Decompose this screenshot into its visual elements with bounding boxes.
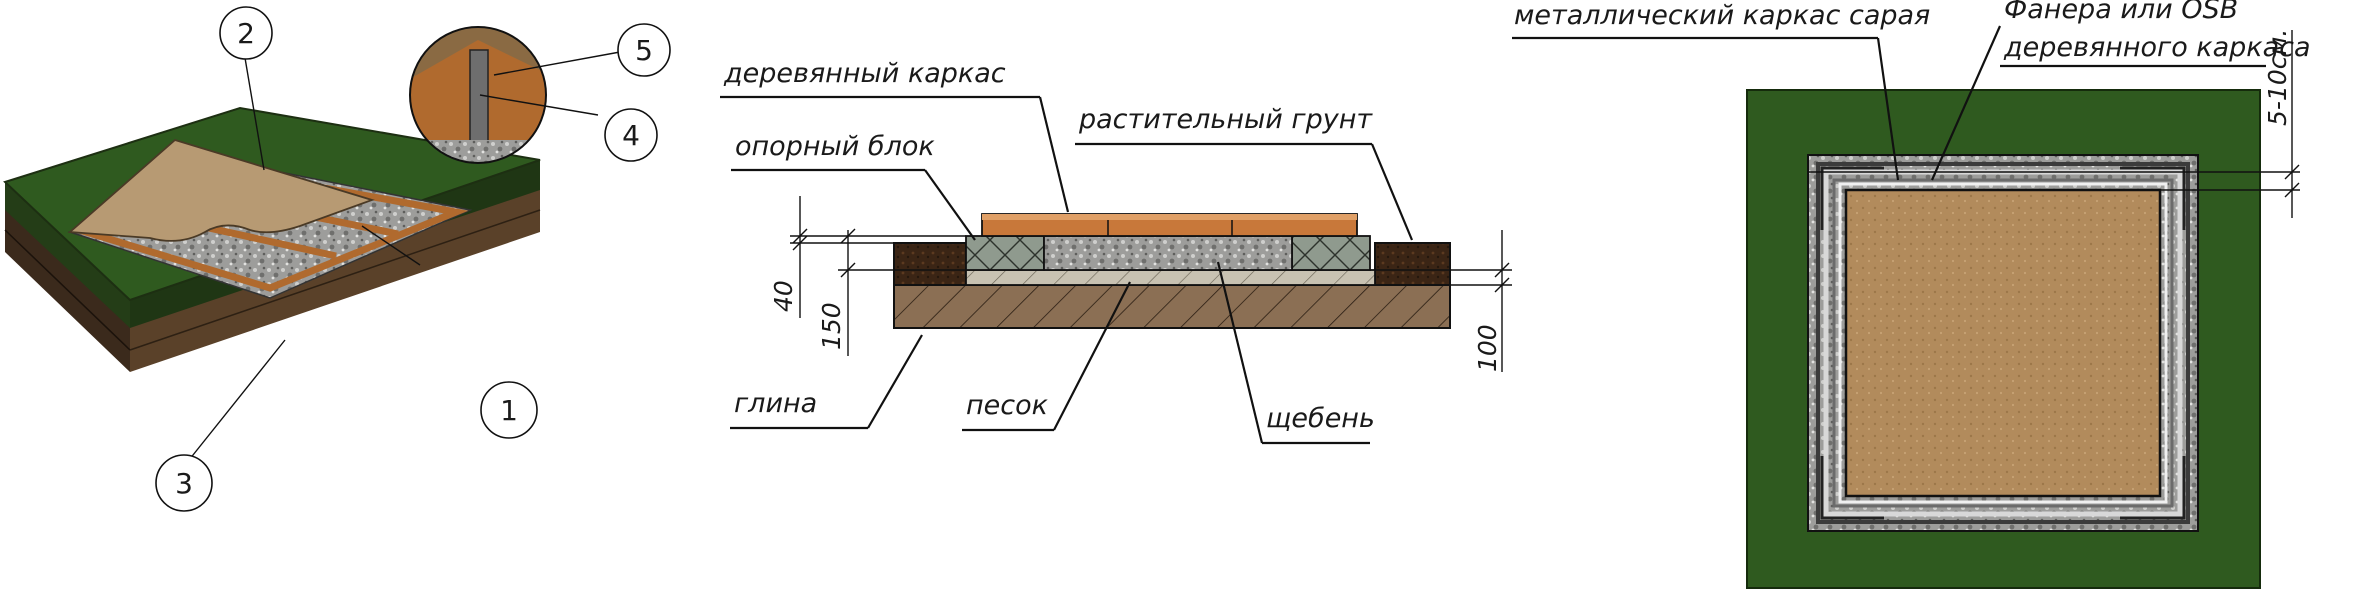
plan-metal-frame xyxy=(1816,162,2190,524)
section-topsoil-left xyxy=(893,242,967,286)
section-gravel-layer xyxy=(1043,235,1293,271)
label-metal-frame: металлический каркас сарая xyxy=(1514,0,1930,31)
callout-1: 1 xyxy=(480,381,538,439)
leader-wooden-frame xyxy=(1038,96,1070,213)
callout-4: 4 xyxy=(604,108,658,162)
leader-4 xyxy=(479,94,599,116)
label-topsoil: растительный грунт xyxy=(1078,104,1373,135)
plan-view: металлический каркас сарая Фанера или OS… xyxy=(1512,0,2311,589)
leader-sand xyxy=(1053,281,1131,431)
leader-3 xyxy=(184,339,286,466)
dim-40-label: 40 xyxy=(769,280,798,312)
callout-2: 2 xyxy=(219,6,273,60)
dim-100-label: 100 xyxy=(1473,324,1502,372)
callout-2-label: 2 xyxy=(237,17,255,50)
label-plywood-line2: деревянного каркаса xyxy=(2003,32,2311,63)
leader-1 xyxy=(361,225,421,266)
leader-support-block xyxy=(924,169,976,241)
leader-gravel xyxy=(1216,261,1264,444)
callout-5: 5 xyxy=(617,23,671,77)
plan-plywood xyxy=(1844,188,2162,498)
label-clay: глина xyxy=(734,388,817,419)
leader-topsoil xyxy=(1370,143,1414,241)
callout-1-label: 1 xyxy=(500,394,518,427)
section-clay-layer xyxy=(893,284,1451,329)
section-support-block-left xyxy=(965,235,1045,271)
section-support-block-right xyxy=(1291,235,1371,271)
leader-2 xyxy=(243,51,265,171)
iso-plywood-sheet xyxy=(67,138,375,242)
label-support-block: опорный блок xyxy=(735,131,935,162)
section-view: деревянный каркас опорный блок раститель… xyxy=(720,58,1512,445)
callout-3-label: 3 xyxy=(175,467,193,500)
leader-5 xyxy=(493,51,621,76)
dim-gap-label: 5-10см. xyxy=(2263,29,2292,126)
section-sand-layer xyxy=(965,269,1376,286)
plan-corner-brackets xyxy=(1820,166,2186,520)
leader-clay xyxy=(867,334,923,429)
leader-plywood xyxy=(1930,25,2002,181)
label-wooden-frame: деревянный каркас xyxy=(723,58,1006,89)
leader-metal-frame xyxy=(1876,37,1900,181)
section-topsoil-right xyxy=(1374,242,1451,286)
dim-150-label: 150 xyxy=(817,302,846,350)
callout-3: 3 xyxy=(155,454,213,512)
callout-5-label: 5 xyxy=(635,34,653,67)
label-sand: песок xyxy=(966,390,1049,421)
label-plywood-line1: Фанера или OSB xyxy=(2004,0,2238,25)
isometric-view: 2 5 4 1 3 xyxy=(3,6,671,512)
label-gravel: щебень xyxy=(1266,403,1375,434)
callout-4-label: 4 xyxy=(622,119,640,152)
